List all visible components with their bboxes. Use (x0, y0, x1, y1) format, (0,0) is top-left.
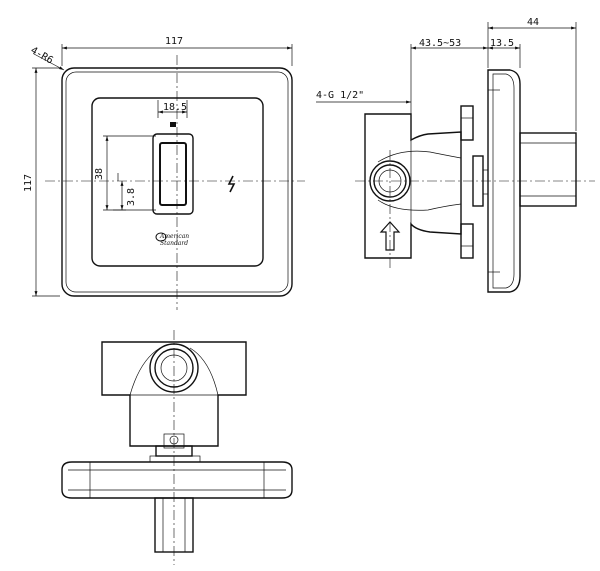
temperature-mark-icon (170, 122, 176, 127)
valve-body-side (364, 113, 462, 259)
svg-text:American: American (159, 233, 189, 240)
thread-label: 4-G 1/2" (316, 90, 364, 101)
corner-radius-leader (33, 53, 65, 71)
height-dimension-label: 117 (23, 174, 34, 192)
width-dimension-label: 117 (165, 36, 183, 47)
inner-panel (91, 97, 264, 267)
svg-text:Standard: Standard (160, 240, 188, 247)
offset-dimension-label: 3.8 (126, 188, 137, 206)
american-standard-logo: American Standard (155, 232, 189, 247)
lower-bracket (460, 223, 474, 259)
overall-depth-label: 44 (527, 17, 539, 28)
side-view: 4-G 1/2" 43.5~53 13.5 44 (316, 17, 595, 293)
lightning-mark-icon (227, 175, 236, 193)
handle-outline (152, 133, 194, 215)
wall-plate-side (487, 69, 521, 293)
plate-depth-label: 13.5 (490, 38, 514, 49)
handle-width-label: 18.5 (163, 102, 187, 113)
handle-inner (159, 142, 187, 206)
upper-bracket (460, 105, 474, 141)
top-view (61, 330, 293, 565)
handle-height-label: 38 (94, 168, 105, 180)
depth-range-label: 43.5~53 (419, 38, 461, 49)
valve-body-top (101, 341, 247, 447)
corner-radius-label: 4-R6 (29, 45, 55, 67)
front-view: 117 117 4-R6 18.5 38 3.8 American Standa… (23, 36, 305, 310)
handle-side (519, 132, 577, 207)
wall-plate-top (61, 461, 293, 499)
flow-direction-arrow-icon (379, 221, 401, 251)
